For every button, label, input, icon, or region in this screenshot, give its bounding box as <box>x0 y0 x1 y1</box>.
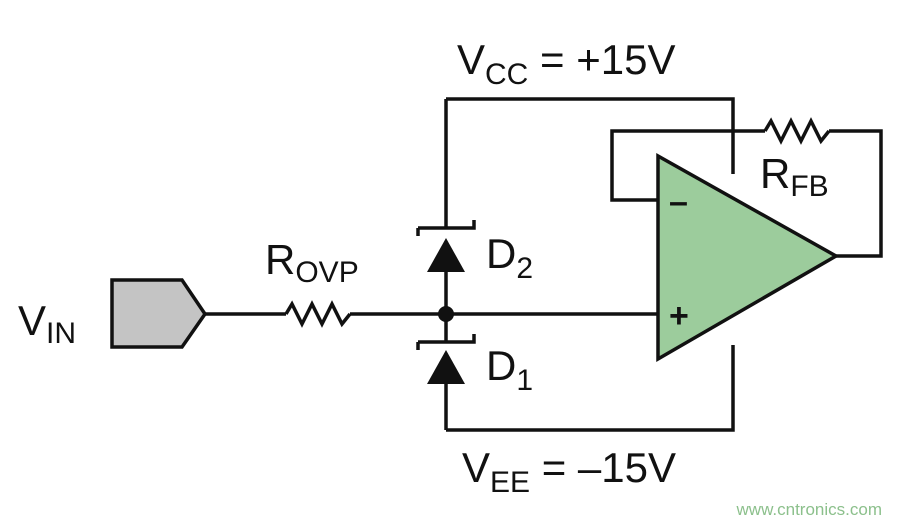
junction-dot <box>438 306 454 322</box>
rovp-resistor <box>284 300 352 328</box>
input-connector-icon <box>110 278 208 349</box>
zener-diode-d2-icon <box>416 220 476 272</box>
opamp-triangle <box>656 153 840 363</box>
vin-label: VIN <box>18 297 76 350</box>
d2-label: D2 <box>486 230 533 285</box>
zener-diode-d1-icon <box>416 334 476 384</box>
rovp-label: ROVP <box>265 236 359 289</box>
rfb-resistor <box>763 117 831 145</box>
watermark-text: www.cntronics.com <box>736 500 882 519</box>
minus-input-wire <box>610 129 765 202</box>
feedback-return-wire <box>829 129 883 258</box>
vcc-label: VCC = +15V <box>457 36 675 91</box>
vcc-rail-wire <box>446 97 735 174</box>
vee-rail-wire <box>446 345 735 432</box>
rfb-label: RFB <box>760 150 829 203</box>
opamp-minus-sign: – <box>669 183 688 221</box>
d1-label: D1 <box>486 342 533 397</box>
vee-label: VEE = –15V <box>462 444 676 499</box>
opamp-plus-sign: + <box>669 297 689 335</box>
